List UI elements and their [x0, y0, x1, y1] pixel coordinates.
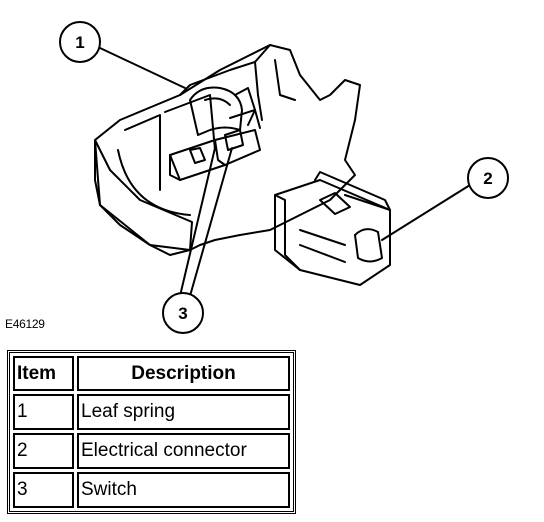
leader-line-3b	[189, 147, 233, 297]
legend-item-number: 2	[13, 433, 74, 469]
legend-item-number: 1	[13, 394, 74, 430]
legend-row: 3 Switch	[13, 472, 290, 508]
legend-header-description: Description	[77, 356, 290, 391]
legend-row: 2 Electrical connector	[13, 433, 290, 469]
leader-line-1	[99, 47, 186, 89]
legend-table: Item Description 1 Leaf spring 2 Electri…	[7, 350, 296, 514]
callout-1-number: 1	[75, 33, 84, 52]
legend-header-row: Item Description	[13, 356, 290, 391]
callout-2-number: 2	[483, 169, 492, 188]
housing-inner-curve	[117, 149, 191, 216]
legend-item-number: 3	[13, 472, 74, 508]
callout-2: 2	[467, 157, 509, 199]
legend-item-description: Switch	[77, 472, 290, 508]
callout-3-number: 3	[178, 304, 187, 323]
switch-shape	[169, 129, 261, 181]
housing-front-face	[94, 139, 193, 251]
legend-row: 1 Leaf spring	[13, 394, 290, 430]
housing-outline	[94, 44, 361, 256]
legend-item-description: Leaf spring	[77, 394, 290, 430]
legend-item-description: Electrical connector	[77, 433, 290, 469]
leader-line-2	[381, 184, 471, 241]
figure-code: E46129	[5, 317, 45, 331]
housing-upper-wall	[179, 44, 271, 96]
leaf-spring-shape	[189, 86, 243, 136]
callout-1: 1	[59, 21, 101, 63]
switch-assembly-illustration: 1 2 3	[59, 21, 509, 334]
connector-body	[274, 179, 391, 286]
leader-line-3	[179, 147, 216, 297]
legend-header-item: Item	[13, 356, 74, 391]
callout-3: 3	[162, 292, 204, 334]
